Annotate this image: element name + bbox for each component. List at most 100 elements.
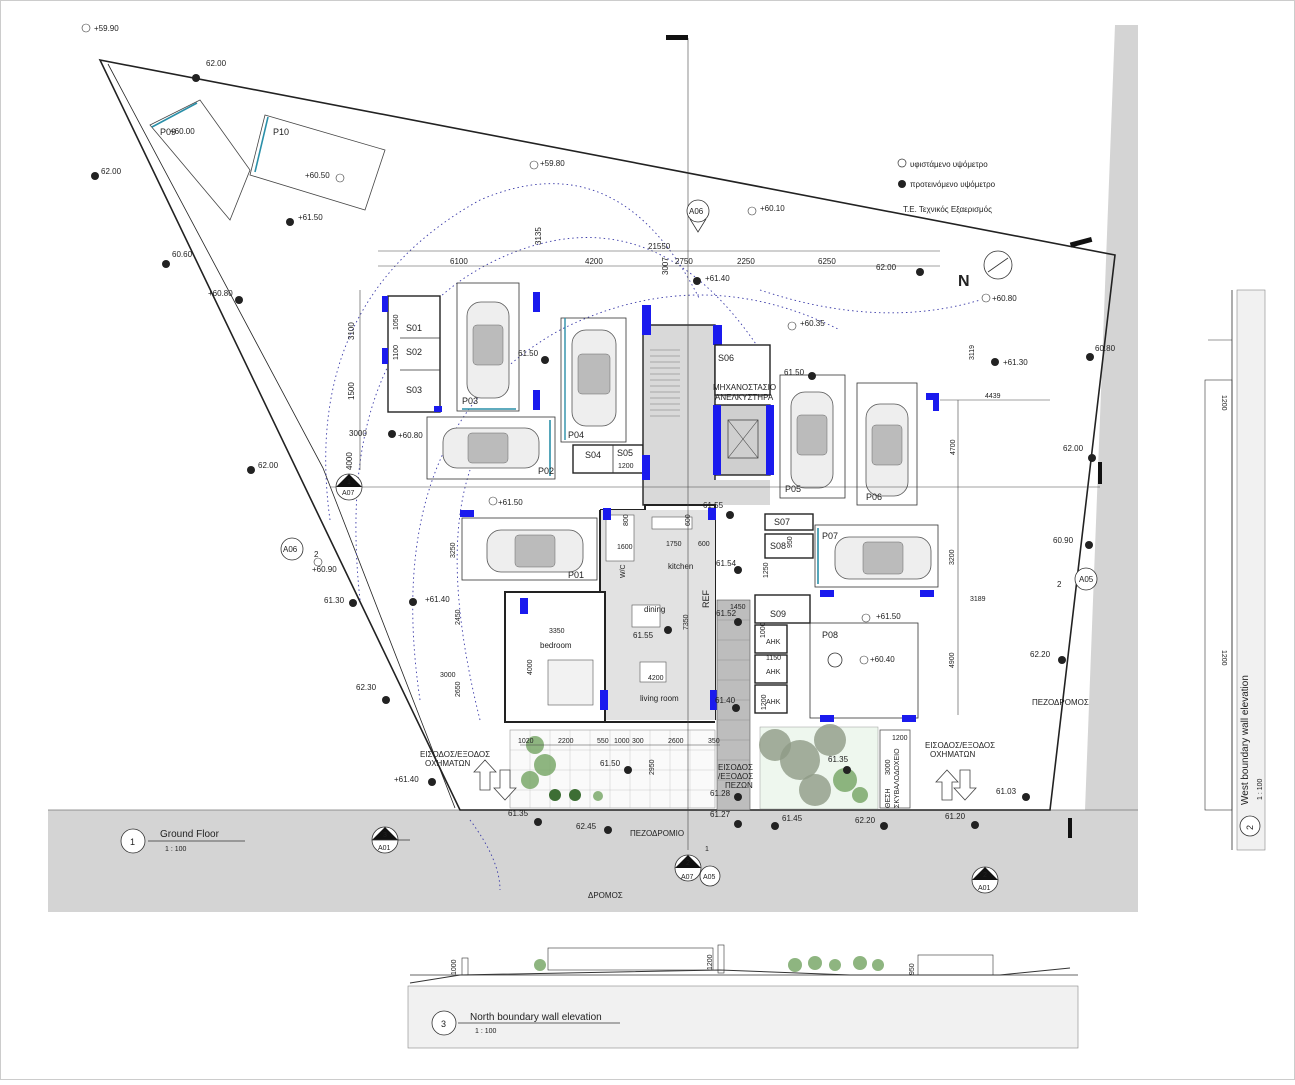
svg-text:S06: S06 (718, 353, 734, 363)
svg-text:1150: 1150 (766, 655, 781, 662)
svg-text:61.35: 61.35 (508, 809, 529, 818)
svg-text:S05: S05 (617, 448, 633, 458)
svg-text:60.60: 60.60 (172, 250, 193, 259)
site-boundary (98, 58, 1116, 811)
svg-text:61.35: 61.35 (828, 755, 849, 764)
parking-p08: P08 (809, 622, 919, 719)
svg-text:61.50: 61.50 (518, 349, 539, 358)
svg-text:North boundary wall elevation: North boundary wall elevation (470, 1012, 602, 1023)
svg-text:ΘΕΣΗ: ΘΕΣΗ (885, 789, 892, 809)
turn-path-5 (456, 469, 481, 721)
vehicle-gate-west-arrows (473, 759, 517, 801)
svg-text:2: 2 (983, 872, 987, 879)
svg-text:P10: P10 (273, 127, 289, 137)
turn-path-4 (759, 289, 981, 314)
svg-text:550: 550 (597, 738, 609, 745)
svg-text:+60.80: +60.80 (398, 431, 423, 440)
svg-text:2450: 2450 (455, 609, 462, 625)
svg-text:350: 350 (708, 738, 720, 745)
svg-text:ΔΡΟΜΟΣ: ΔΡΟΜΟΣ (588, 891, 623, 900)
landscaping-east (759, 724, 868, 806)
svg-text:+60.90: +60.90 (312, 565, 337, 574)
svg-text:800: 800 (623, 514, 630, 526)
title-ground-floor: 1 Ground Floor 1 : 100 (120, 828, 245, 854)
svg-text:P01: P01 (568, 570, 584, 580)
svg-text:4439: 4439 (985, 393, 1001, 400)
svg-text:W/C: W/C (620, 564, 627, 578)
svg-text:1000: 1000 (614, 738, 630, 745)
svg-text:P08: P08 (822, 630, 838, 640)
svg-text:3100: 3100 (347, 322, 356, 340)
svg-text:1500: 1500 (347, 382, 356, 400)
svg-text:ΠΕΖΟΔΡΟΜΟΣ: ΠΕΖΟΔΡΟΜΟΣ (1032, 698, 1089, 707)
svg-text:ΑΗΚ: ΑΗΚ (766, 669, 781, 676)
svg-text:2: 2 (314, 550, 319, 559)
svg-text:living room: living room (640, 694, 679, 703)
svg-text:A01: A01 (978, 885, 991, 892)
svg-text:61.30: 61.30 (324, 596, 345, 605)
svg-text:1020: 1020 (518, 738, 534, 745)
svg-text:4200: 4200 (648, 675, 664, 682)
svg-text:2: 2 (1057, 580, 1062, 589)
svg-text:1000: 1000 (451, 959, 458, 975)
svg-text:A01: A01 (378, 845, 391, 852)
svg-text:62.00: 62.00 (876, 263, 897, 272)
svg-text:62.30: 62.30 (356, 683, 377, 692)
svg-text:3: 3 (383, 832, 387, 839)
svg-text:61.54: 61.54 (716, 559, 737, 568)
p09-bay (149, 99, 251, 221)
axis-marker-top (666, 35, 688, 40)
svg-text:P09: P09 (160, 127, 176, 137)
svg-text:4700: 4700 (950, 439, 957, 455)
svg-text:1750: 1750 (666, 541, 682, 548)
north-arrow-icon (983, 250, 1013, 280)
svg-text:2250: 2250 (737, 257, 755, 266)
svg-text:Ground Floor: Ground Floor (160, 829, 220, 840)
svg-text:61.50: 61.50 (784, 368, 805, 377)
parking-p04: P04 (560, 317, 627, 443)
svg-text:kitchen: kitchen (668, 562, 693, 571)
svg-text:P02: P02 (538, 466, 554, 476)
svg-text:62.00: 62.00 (1063, 444, 1084, 453)
svg-text:P04: P04 (568, 430, 584, 440)
svg-text:West boundary wall elevation: West boundary wall elevation (1240, 675, 1251, 805)
svg-text:+60.00: +60.00 (170, 127, 195, 136)
svg-text:A07: A07 (342, 490, 355, 497)
svg-text:P06: P06 (866, 492, 882, 502)
svg-text:600: 600 (685, 514, 692, 526)
svg-text:2200: 2200 (558, 738, 574, 745)
svg-text:1250: 1250 (763, 562, 770, 578)
wc-room (605, 514, 635, 562)
parking-p01: P01 (461, 517, 598, 581)
svg-text:60.90: 60.90 (1053, 536, 1074, 545)
svg-text:2600: 2600 (668, 738, 684, 745)
turn-path-3 (412, 294, 841, 701)
svg-text:ΟΧΗΜΑΤΩΝ: ΟΧΗΜΑΤΩΝ (425, 759, 470, 768)
svg-text:61.50: 61.50 (600, 759, 621, 768)
svg-text:61.45: 61.45 (782, 814, 803, 823)
svg-text:1200: 1200 (892, 735, 908, 742)
svg-text:3250: 3250 (450, 542, 457, 558)
svg-text:ΕΙΣΟΔΟΣ: ΕΙΣΟΔΟΣ (718, 763, 753, 772)
svg-text:62.20: 62.20 (1030, 650, 1051, 659)
svg-text:61.55: 61.55 (703, 501, 724, 510)
vehicle-gate-east-arrows (935, 769, 977, 801)
svg-text:S02: S02 (406, 347, 422, 357)
svg-text:62.45: 62.45 (576, 822, 597, 831)
svg-text:300: 300 (632, 738, 644, 745)
svg-text:1: 1 (705, 846, 709, 853)
svg-text:6250: 6250 (818, 257, 836, 266)
dining-table (631, 604, 661, 628)
svg-text:+59.80: +59.80 (540, 159, 565, 168)
svg-text:υφιστάμενο υψόμετρο: υφιστάμενο υψόμετρο (910, 160, 988, 169)
bed-icon (547, 659, 594, 706)
svg-text:ΟΧΗΜΑΤΩΝ: ΟΧΗΜΑΤΩΝ (930, 750, 975, 759)
svg-text:P07: P07 (822, 531, 838, 541)
north-wall-elevation: 1000 1200 950 3 North boundary wall elev… (407, 944, 1079, 1049)
svg-text:1200: 1200 (707, 954, 714, 970)
svg-text:61.20: 61.20 (945, 812, 966, 821)
svg-text:dining: dining (644, 605, 665, 614)
svg-text:7350: 7350 (683, 614, 690, 630)
section-mark-a05-right: A05 2 (1057, 567, 1098, 591)
svg-text:3007: 3007 (661, 257, 670, 275)
